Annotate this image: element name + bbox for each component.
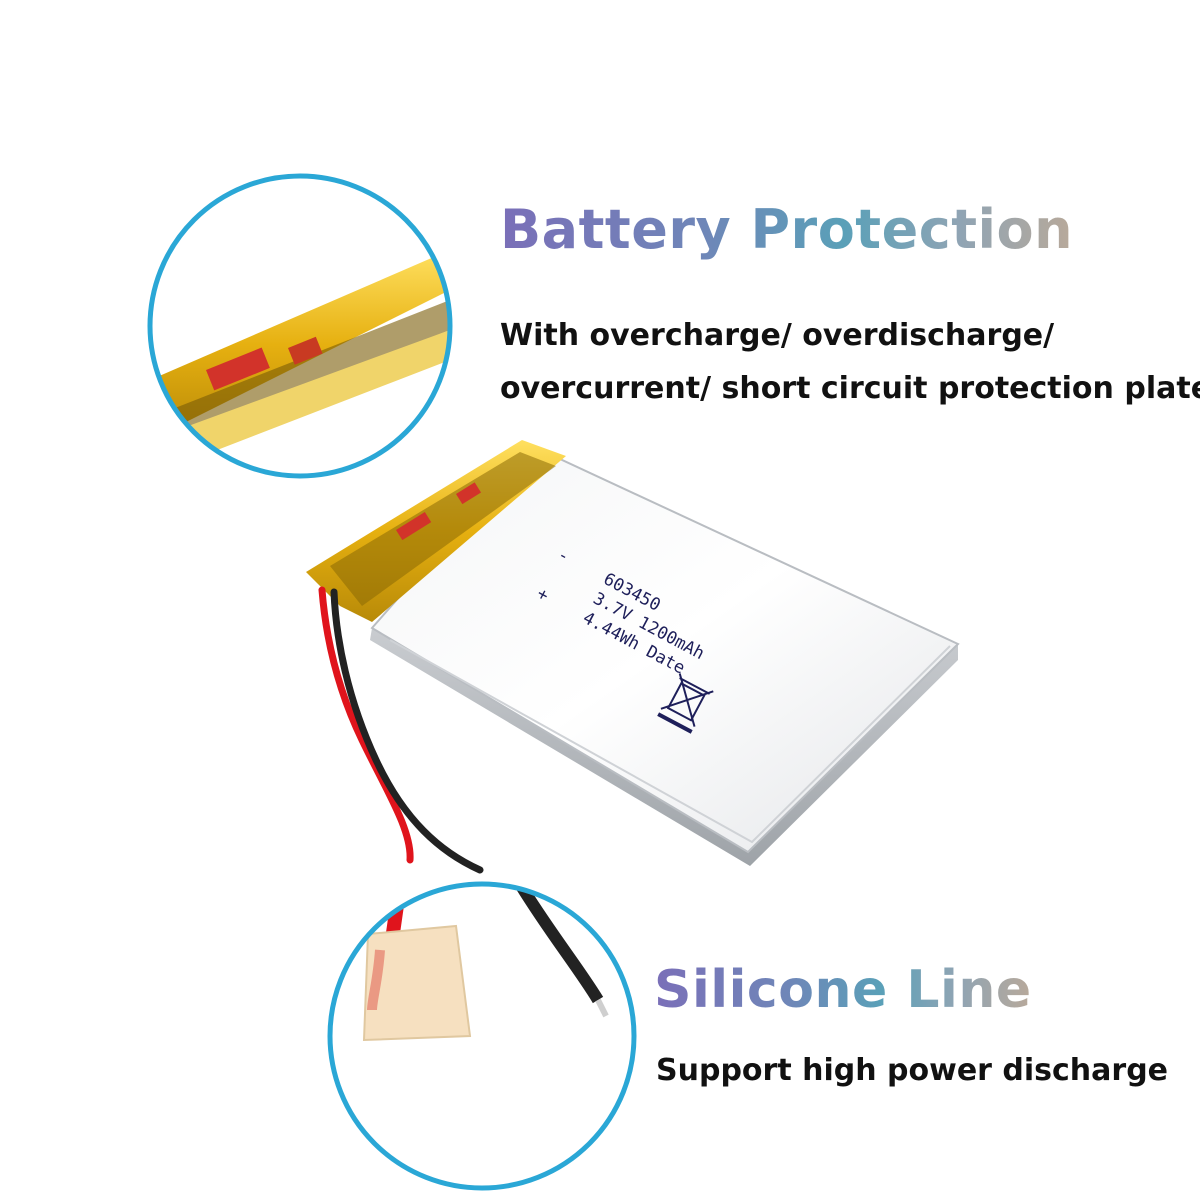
feature-title-battery-protection: Battery Protection [500, 198, 1074, 261]
zoom-ring-top [147, 173, 453, 479]
feature-description-silicone: Support high power discharge [656, 1053, 1169, 1088]
zoom-circle-protection [147, 173, 453, 479]
zoom-ring-bottom [327, 881, 637, 1191]
red-wire [318, 586, 414, 864]
feature-description-line-1: With overcharge/ overdischarge/ [500, 318, 1055, 353]
battery-cell [306, 440, 960, 866]
battery-wires [318, 586, 484, 874]
crossed-out-wheelie-bin-icon [657, 673, 714, 734]
feature-description-line-2: overcurrent/ short circuit protection pl… [500, 371, 1200, 406]
zoom-circle-silicone [327, 881, 637, 1191]
feature-title-silicone-line: Silicone Line [654, 960, 1032, 1020]
solder-pad [362, 924, 472, 1042]
black-wire [330, 588, 484, 874]
